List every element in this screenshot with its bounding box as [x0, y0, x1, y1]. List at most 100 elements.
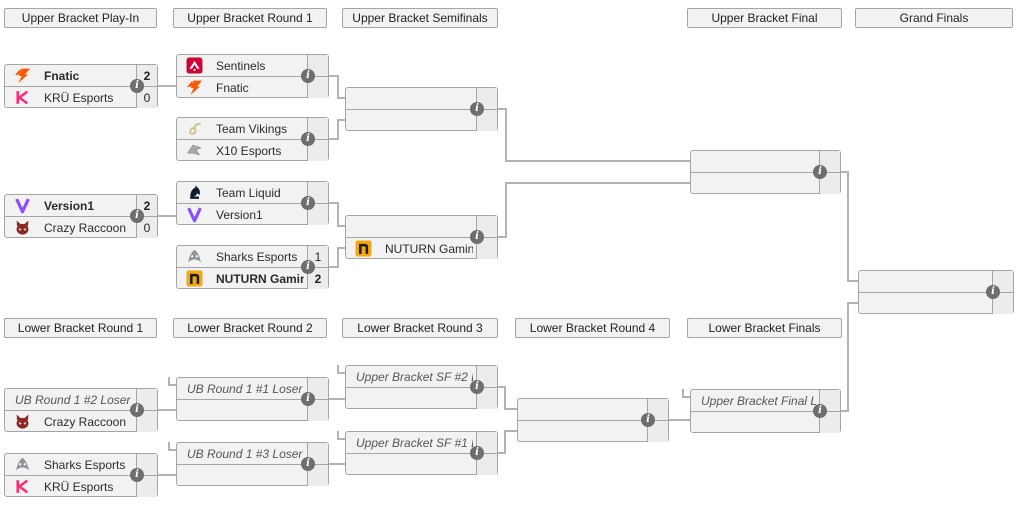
team-name: Team Liquid — [216, 185, 281, 200]
connector-line — [505, 182, 690, 184]
connector-line — [504, 430, 517, 432]
team-score — [307, 204, 328, 225]
connector-line — [841, 410, 849, 412]
team-slot[interactable]: NUTURN Gaming — [346, 238, 497, 259]
info-icon[interactable] — [470, 230, 484, 244]
team-name: Fnatic — [216, 80, 249, 95]
team-name: KRÜ Esports — [44, 90, 114, 105]
team-score — [307, 140, 328, 161]
team-slot — [346, 388, 497, 409]
header-lower-bracket-finals: Lower Bracket Finals — [687, 318, 842, 338]
team-slot[interactable]: Sharks Esports — [5, 454, 157, 476]
info-icon[interactable] — [301, 196, 315, 210]
team-score — [476, 110, 497, 131]
loser-drop-stub — [168, 377, 170, 386]
loser-drop-stub — [168, 442, 170, 451]
info-icon[interactable] — [301, 392, 315, 406]
info-icon[interactable] — [986, 285, 1000, 299]
team-logo — [355, 390, 372, 407]
info-icon[interactable] — [641, 413, 655, 427]
match-lower-round4 — [517, 398, 669, 442]
connector-line — [329, 463, 345, 465]
team-slot: Upper Bracket SF #1 Loser — [346, 432, 497, 454]
connector-line — [505, 182, 507, 238]
team-score — [476, 454, 497, 475]
placeholder-label: Upper Bracket SF #2 Loser — [356, 369, 473, 384]
info-icon[interactable] — [130, 79, 144, 93]
team-score: 2 — [307, 268, 328, 289]
info-icon[interactable] — [301, 69, 315, 83]
team-slot[interactable]: Version1 — [177, 204, 328, 225]
connector-line — [847, 302, 858, 304]
loser-drop-stub — [682, 396, 690, 398]
placeholder-label: UB Round 1 #1 Loser — [187, 381, 303, 396]
info-icon[interactable] — [130, 209, 144, 223]
connector-line — [337, 119, 339, 140]
connector-line — [847, 280, 858, 282]
connector-line — [337, 247, 339, 268]
team-score — [476, 238, 497, 259]
team-logo — [186, 467, 203, 484]
connector-line — [504, 386, 506, 410]
header-lower-bracket-round-2: Lower Bracket Round 2 — [173, 318, 327, 338]
team-slot[interactable]: Crazy Raccoon — [5, 411, 157, 432]
info-icon[interactable] — [130, 468, 144, 482]
info-icon[interactable] — [301, 457, 315, 471]
match-lower-round2-2: UB Round 1 #3 Loser — [176, 442, 329, 486]
kru-logo — [14, 478, 31, 495]
team-logo — [527, 423, 544, 440]
connector-line — [498, 236, 507, 238]
team-logo — [355, 218, 372, 235]
loser-drop-stub — [682, 389, 684, 398]
info-icon[interactable] — [813, 165, 827, 179]
header-lower-bracket-round-3: Lower Bracket Round 3 — [342, 318, 498, 338]
connector-line — [158, 85, 176, 87]
team-slot — [177, 400, 328, 421]
x10-logo — [186, 142, 203, 159]
team-slot: Upper Bracket Final Loser — [691, 390, 840, 412]
info-icon[interactable] — [301, 132, 315, 146]
header-upper-bracket-final: Upper Bracket Final — [687, 8, 842, 28]
team-slot: UB Round 1 #2 Loser — [5, 389, 157, 411]
vikings-logo — [186, 120, 203, 137]
info-icon[interactable] — [470, 102, 484, 116]
match-lower-final: Upper Bracket Final Loser — [690, 389, 841, 433]
connector-line — [329, 138, 338, 140]
team-name: Version1 — [44, 198, 95, 213]
nuturn-logo — [186, 270, 203, 287]
team-slot[interactable]: KRÜ Esports — [5, 476, 157, 497]
team-slot[interactable]: X10 Esports — [177, 140, 328, 161]
info-icon[interactable] — [130, 403, 144, 417]
connector-line — [329, 398, 345, 400]
placeholder-label: UB Round 1 #3 Loser — [187, 446, 303, 461]
header-upper-bracket-semifinals: Upper Bracket Semifinals — [342, 8, 498, 28]
loser-drop-stub — [337, 372, 345, 374]
info-icon[interactable] — [813, 404, 827, 418]
info-icon[interactable] — [470, 446, 484, 460]
liquid-logo — [186, 184, 203, 201]
team-score — [476, 388, 497, 409]
header-upper-bracket-play-in: Upper Bracket Play-In — [4, 8, 157, 28]
team-slot[interactable]: KRÜ Esports 0 — [5, 87, 157, 108]
team-score — [819, 412, 840, 433]
team-score — [136, 476, 157, 497]
header-lower-bracket-round-1: Lower Bracket Round 1 — [4, 318, 157, 338]
fnatic-logo — [186, 79, 203, 96]
team-score: 0 — [136, 87, 157, 108]
loser-drop-stub — [168, 449, 176, 451]
team-score: 0 — [136, 217, 157, 238]
connector-line — [498, 386, 506, 388]
connector-line — [158, 409, 176, 411]
info-icon[interactable] — [470, 380, 484, 394]
team-slot[interactable]: Fnatic — [177, 77, 328, 98]
team-logo — [868, 273, 885, 290]
info-icon[interactable] — [301, 260, 315, 274]
team-score — [307, 77, 328, 98]
team-slot[interactable]: NUTURN Gaming2 — [177, 268, 328, 289]
team-logo — [355, 90, 372, 107]
